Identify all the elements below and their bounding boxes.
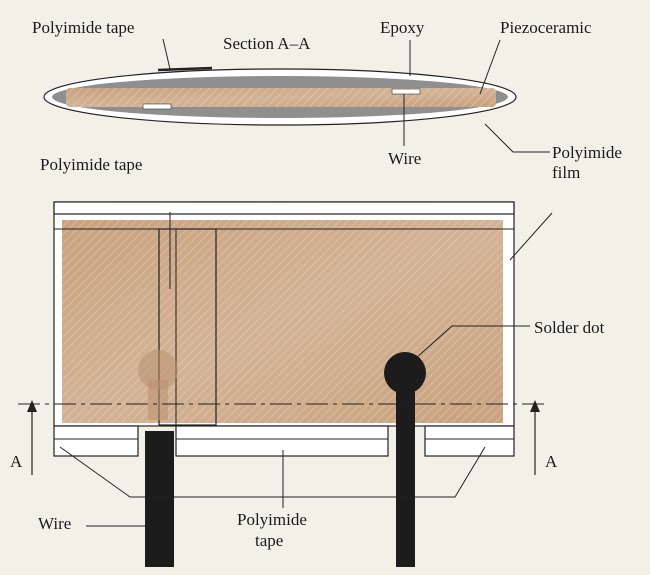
wire-left <box>145 431 174 567</box>
tape-bump <box>157 66 213 72</box>
leader-polyimide-film <box>484 123 550 153</box>
label-solder-dot: Solder dot <box>534 318 605 337</box>
label-polyimide-tape-mid: Polyimide tape <box>40 155 142 174</box>
label-wire-section: Wire <box>388 149 421 168</box>
cut-arrowhead-left-icon <box>27 400 37 412</box>
section-view <box>43 66 517 126</box>
label-cut-a-right: A <box>545 452 558 471</box>
plan-view <box>18 201 548 567</box>
cut-arrowhead-right-icon <box>530 400 540 412</box>
label-epoxy: Epoxy <box>380 18 425 37</box>
label-cut-a-left: A <box>10 452 23 471</box>
leader-polyimide-tape-top <box>162 38 171 70</box>
leader-tape-bottom <box>59 446 486 498</box>
label-piezoceramic: Piezoceramic <box>500 18 592 37</box>
label-polyimide-tape-bottom-1: Polyimide <box>237 510 307 529</box>
wire-right <box>396 373 415 567</box>
leader-solder-dot <box>415 325 530 359</box>
leader-plan-film <box>509 212 553 261</box>
bottom-tape-right <box>424 425 515 457</box>
label-polyimide-film-1: Polyimide <box>552 143 622 162</box>
wire-section-right <box>391 88 421 95</box>
top-tape-strip <box>53 201 515 215</box>
label-polyimide-film-2: film <box>552 163 580 182</box>
bottom-tape-middle <box>175 425 389 457</box>
label-polyimide-tape-bottom-2: tape <box>255 531 283 550</box>
hidden-wire-neck <box>148 380 168 420</box>
wire-section-left <box>142 103 172 110</box>
label-polyimide-tape-top: Polyimide tape <box>32 18 134 37</box>
leader-piezoceramic <box>479 39 501 95</box>
section-title: Section A–A <box>223 34 311 53</box>
label-wire-bottom: Wire <box>38 514 71 533</box>
tape-strip-vertical <box>158 228 217 426</box>
bottom-tape-left <box>53 425 139 457</box>
